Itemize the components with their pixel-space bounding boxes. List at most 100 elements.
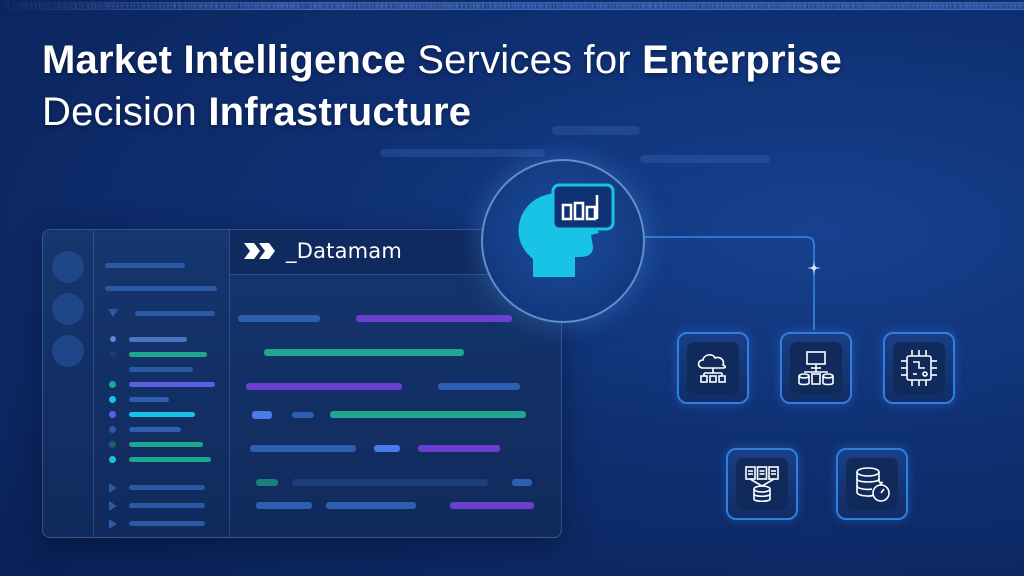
content-bar — [438, 383, 520, 390]
headline-text-4: Decision — [42, 90, 209, 134]
binary-column: 0101110111011100100010010001010001101100… — [803, 0, 1024, 13]
sidebar-item-bar[interactable] — [129, 337, 187, 342]
binary-column: 0101000100101010101111011011100101000111… — [327, 0, 619, 13]
binary-column: 1101100010001100011000100111000010000100… — [276, 0, 568, 13]
binary-column: 1111011110011100101100100111011010011001… — [225, 0, 517, 13]
binary-column: 0100011000000111000010010110100000100101… — [667, 0, 959, 13]
tile-database-stopwatch[interactable] — [836, 448, 908, 520]
binary-column: 0101000000011100101010001110000100010100… — [463, 0, 755, 13]
sidebar-item-dot — [109, 396, 116, 403]
binary-column: 1001110010111011101100101011010110100001… — [361, 0, 653, 13]
collapsed-caret-icon[interactable] — [109, 519, 117, 529]
binary-column: 0111110111100101011011010101010100101000… — [888, 0, 1024, 13]
binary-column: 0011010101100100001110000101011010100010… — [565, 0, 857, 13]
binary-column: 1011000000011100000000000101110100101001… — [140, 0, 432, 13]
content-bar — [326, 502, 416, 509]
rail-avatar-circle[interactable] — [52, 335, 84, 367]
headline-bold-3: Enterprise — [642, 38, 842, 82]
binary-column: 1111001110111011000110100100110001010110… — [72, 0, 364, 13]
brand-logo[interactable]: _Datamam — [242, 239, 402, 263]
sidebar-placeholder-bar — [135, 311, 215, 316]
sidebar-item-bar[interactable] — [129, 442, 203, 447]
binary-column: 0011110110011100010010110101001111011000… — [837, 0, 1024, 13]
sidebar-item-bar[interactable] — [129, 367, 193, 372]
content-bar — [256, 479, 278, 486]
binary-column: 1000001111001010110101001110111111000010… — [616, 0, 908, 13]
binary-column: 1100000100010110000001101000100111011000… — [89, 0, 381, 13]
binary-column: 1110000000100100110010100011010010111101… — [242, 0, 534, 13]
documents-database-icon — [745, 466, 779, 503]
sidebar-item-bar[interactable] — [129, 352, 207, 357]
brand-chevrons-icon — [244, 243, 275, 259]
binary-column: 1101001011000011111011101010110110101000… — [259, 0, 551, 13]
sidebar-placeholder-bar — [129, 485, 205, 490]
content-bar — [450, 502, 534, 509]
page-headline: Market Intelligence Services for Enterpr… — [42, 34, 982, 138]
sidebar-placeholder-bar — [105, 286, 217, 291]
binary-column: 1111011011101011000011100101100000101101… — [718, 0, 1010, 13]
content-bar — [374, 445, 400, 452]
content-bar — [512, 479, 532, 486]
content-bar — [252, 411, 272, 419]
computer-database-icon — [798, 351, 834, 386]
content-bar — [250, 445, 356, 452]
binary-column: 1000001011111010001010000101101011100110… — [497, 0, 789, 13]
sidebar-item-dot — [109, 381, 116, 388]
sidebar-item-bar[interactable] — [129, 457, 211, 462]
binary-column: 1100010010110101011101011001011101100001… — [990, 0, 1024, 13]
binary-column: 1101001101011010000000011001101011010010… — [854, 0, 1024, 13]
binary-column: 0000011110011011010111011001110100001011… — [514, 0, 806, 13]
expand-caret-icon[interactable] — [108, 309, 118, 317]
sidebar-item-bar[interactable] — [129, 382, 215, 387]
binary-column: 1001000010101001000110001010011110110000… — [531, 0, 823, 13]
content-bar — [330, 411, 526, 418]
tile-documents-database[interactable] — [726, 448, 798, 520]
tile-cpu-chip[interactable] — [883, 332, 955, 404]
binary-column: 0000010011000101010110111111101110010100… — [650, 0, 942, 13]
sidebar-item-bar[interactable] — [129, 397, 169, 402]
headline-bold-1: Market Intelligence — [42, 38, 406, 82]
binary-column: 0010000110000000011101111110101010111101… — [378, 0, 670, 13]
sidebar-item-dot — [109, 411, 116, 418]
binary-column: 0100101100000011100001000010011111111000… — [21, 0, 313, 13]
dashboard-sidebar — [93, 230, 230, 537]
binary-column: 0100010000001100000111001001101000000011… — [429, 0, 721, 13]
binary-column: 0000111101011100110011111000011101001000… — [106, 0, 398, 13]
collapsed-caret-icon[interactable] — [109, 501, 117, 511]
content-bar — [356, 315, 512, 322]
content-bar — [246, 383, 402, 390]
sidebar-item-bar[interactable] — [129, 412, 195, 417]
binary-column: 1000001110000111100101101011101111111000… — [1007, 0, 1024, 13]
binary-column: 1110100000111001000100010111000011101100… — [480, 0, 772, 13]
decor-bar — [552, 126, 640, 135]
binary-column: 0010000001110111010011110110110101010011… — [922, 0, 1024, 13]
binary-column: 1110000001101100000010000111001111110010… — [123, 0, 415, 13]
rail-avatar-circle[interactable] — [52, 293, 84, 325]
binary-column: 1101010110111111001110110011110100000111… — [871, 0, 1024, 13]
headline-text-2: Services for — [405, 38, 643, 82]
sidebar-item-bar[interactable] — [129, 427, 181, 432]
rail-avatar-circle[interactable] — [52, 251, 84, 283]
head-with-chart-bubble-icon — [518, 183, 615, 277]
decor-bar — [380, 149, 545, 157]
binary-column: 1110000110000011010011001000001100110110… — [905, 0, 1024, 13]
collapsed-caret-icon[interactable] — [109, 483, 117, 493]
binary-column: 1100100010001101111011011001010101111000… — [582, 0, 874, 13]
binary-column: 0010011011011010000111110100010111110010… — [939, 0, 1024, 13]
binary-column: 0110110111101001000011100100011011011101… — [293, 0, 585, 13]
headline-bold-5: Infrastructure — [208, 90, 472, 134]
content-bar — [256, 502, 312, 509]
binary-column: 1100010000111110011101100100001101110011… — [769, 0, 1024, 13]
cloud-network-icon — [697, 354, 727, 383]
binary-column: 1000000101011100010000010011100110110110… — [55, 0, 347, 13]
sidebar-placeholder-bar — [129, 503, 205, 508]
binary-column: 0100100101100110001111010000111000000000… — [38, 0, 330, 13]
tile-cloud-network[interactable] — [677, 332, 749, 404]
binary-column: 1101011001011101101000110110100001011011… — [786, 0, 1024, 13]
binary-column: 1011110010011010011010100101101101001100… — [701, 0, 993, 13]
binary-column: 1110010010110000101101100011011100000011… — [633, 0, 925, 13]
sidebar-item-dot — [109, 441, 116, 448]
tile-computer-database[interactable] — [780, 332, 852, 404]
sidebar-item-dot — [110, 351, 116, 357]
binary-column: 0010011001011010001110000100011000000111… — [174, 0, 466, 13]
